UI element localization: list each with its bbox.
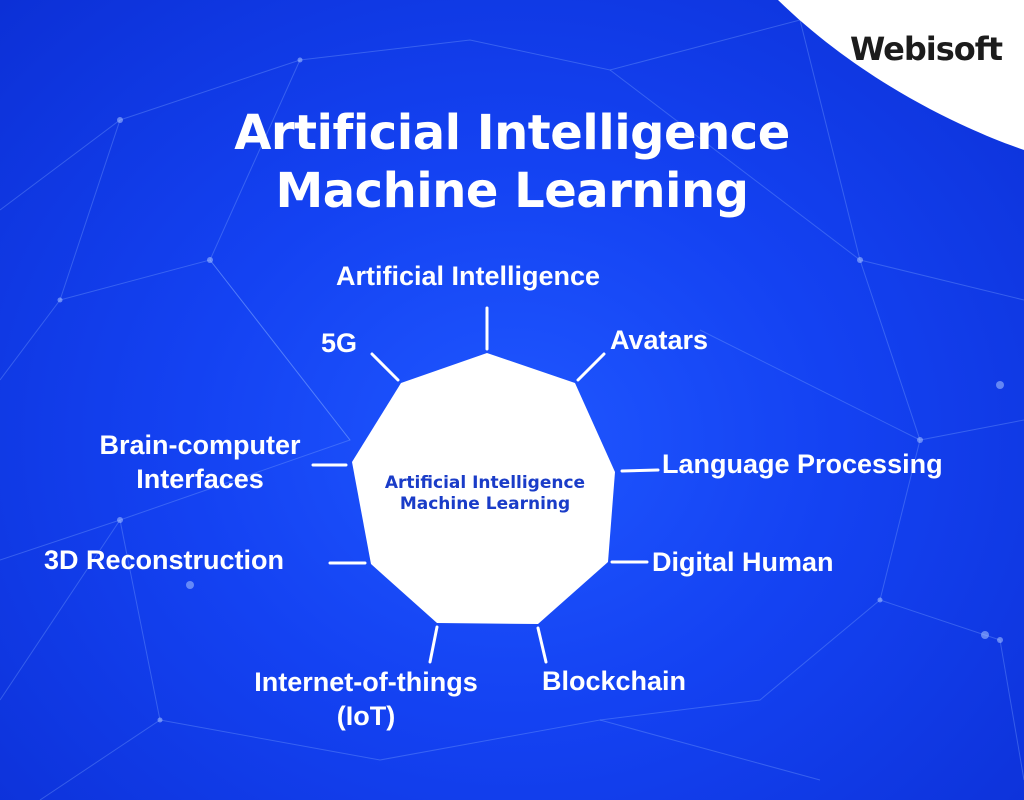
label-digital-human: Digital Human [652,547,834,577]
label-iot: Internet-of-things (IoT) [236,665,496,733]
connector-5g [370,352,400,382]
label-bci-line-1: Brain-computer [99,430,301,460]
connector-language [620,468,660,473]
label-iot-line-1: Internet-of-things [254,667,478,697]
center-hub-shape [352,353,615,624]
label-artificial-intelligence: Artificial Intelligence [336,261,601,291]
label-language-processing: Language Processing [662,449,943,479]
label-iot-line-2: (IoT) [336,701,396,731]
title-line-2: Machine Learning [275,163,749,219]
connector-blockchain [536,626,548,664]
connector-iot [428,625,439,664]
label-avatars: Avatars [610,325,709,355]
webisoft-logo: Webisoft [850,30,1003,68]
label-brain-computer-interfaces: Brain-computer Interfaces [80,428,320,496]
connector-avatars [576,352,606,382]
label-5g: 5G [321,328,358,358]
label-bci-line-2: Interfaces [136,464,264,494]
label-3d-reconstruction: 3D Reconstruction [44,545,285,575]
page-title: Artificial Intelligence Machine Learning [0,104,1024,220]
hub-label-line-2: Machine Learning [399,494,571,514]
label-blockchain: Blockchain [542,666,687,696]
hub-label: Artificial Intelligence Machine Learning [345,473,625,515]
hub-label-line-1: Artificial Intelligence [384,473,586,493]
title-line-1: Artificial Intelligence [234,105,790,161]
